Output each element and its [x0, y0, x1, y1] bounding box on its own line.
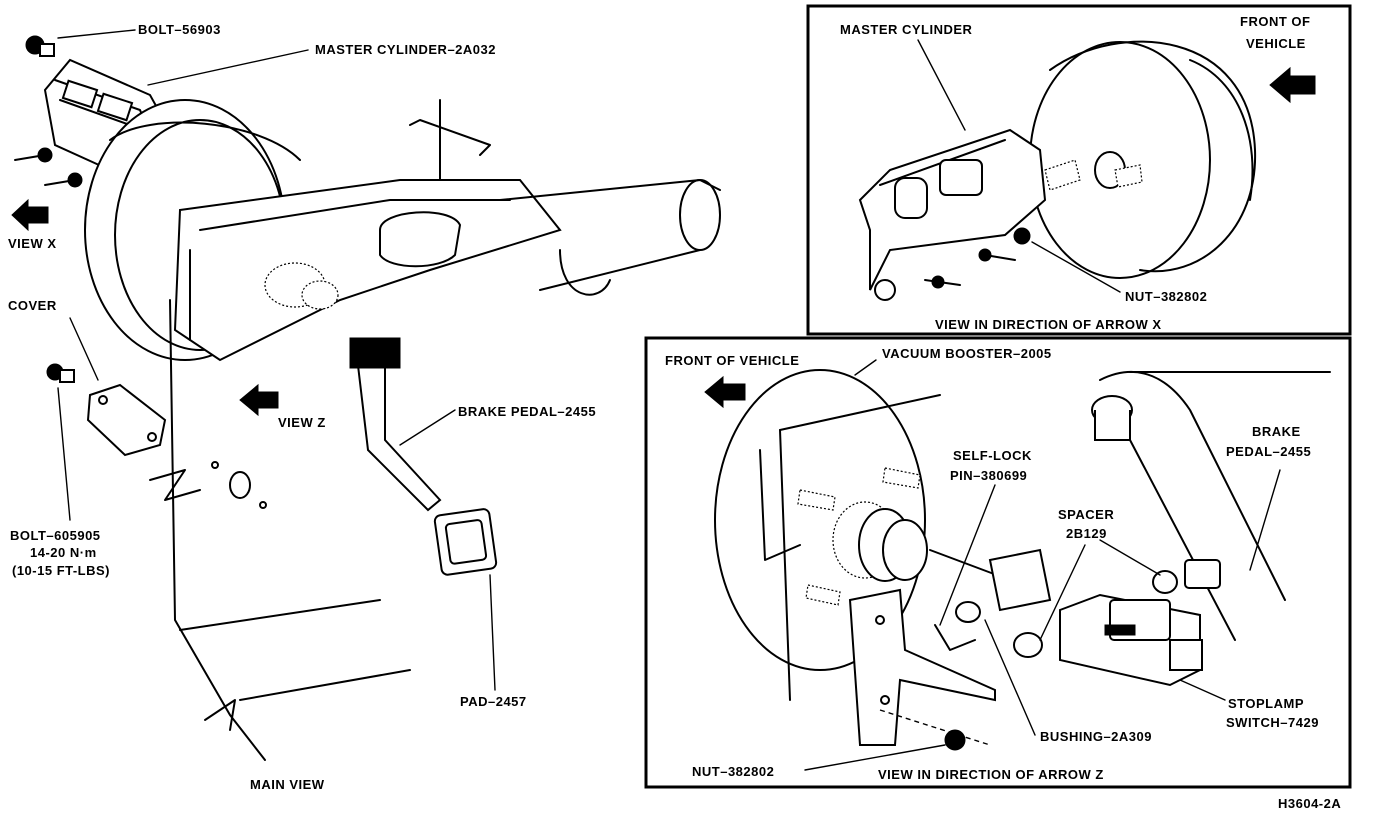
figure-id-label: H3604-2A [1278, 796, 1341, 811]
cover-hole [211, 461, 267, 509]
view-z-arrow [239, 383, 279, 417]
bushing-2a309-label: BUSHING–2A309 [1040, 729, 1152, 744]
master-cylinder-2a032-label: MASTER CYLINDER–2A032 [315, 42, 496, 57]
front-of-vehicle-arrow-x [1269, 66, 1316, 104]
view-x-caption: VIEW IN DIRECTION OF ARROW X [935, 317, 1162, 332]
pushrod-boot [264, 262, 339, 310]
view-z-nut [879, 709, 991, 751]
view-z-label: VIEW Z [278, 415, 326, 430]
view-z-panel [644, 336, 1352, 789]
view-z-bracket [848, 588, 996, 746]
cover-label: COVER [8, 298, 57, 313]
main-leaders [57, 29, 496, 691]
bolt-56903-part [25, 35, 55, 57]
pin-380699-label: PIN–380699 [950, 468, 1027, 483]
view-z-front-of-vehicle-label: FRONT OF VEHICLE [665, 353, 799, 368]
booster-studs [14, 147, 83, 188]
view-x-label: VIEW X [8, 236, 57, 251]
view-z-nut-382802-label: NUT–382802 [692, 764, 774, 779]
view-x-panel [806, 4, 1352, 336]
spacer-number-label: 2B129 [1066, 526, 1107, 541]
booster-drum [1029, 40, 1257, 279]
view-z-studs [797, 467, 921, 606]
switch-7429-label: SWITCH–7429 [1226, 715, 1319, 730]
vacuum-booster-2005-label: VACUUM BOOSTER–2005 [882, 346, 1052, 361]
torque-ftlbs-label: (10-15 FT-LBS) [12, 563, 110, 578]
pedal-bracket [173, 99, 562, 362]
pad-2457-label: PAD–2457 [460, 694, 527, 709]
view-x-arrow [11, 198, 49, 232]
self-lock-label: SELF-LOCK [953, 448, 1032, 463]
view-z-brake-label: BRAKE [1252, 424, 1301, 439]
view-x-master-cylinder [858, 128, 1047, 301]
spacer-label: SPACER [1058, 507, 1114, 522]
cover-part [46, 363, 167, 457]
bolt-56903-label: BOLT–56903 [138, 22, 221, 37]
stoplamp-label: STOPLAMP [1228, 696, 1304, 711]
floor-lines [149, 299, 411, 761]
view-x-nut-382802-label: NUT–382802 [1125, 289, 1207, 304]
brake-pedal-main [349, 337, 498, 576]
view-z-pedal [1091, 370, 1331, 641]
bolt-605905-label: BOLT–605905 [10, 528, 101, 543]
view-z-pedal-2455-label: PEDAL–2455 [1226, 444, 1311, 459]
torque-nm-label: 14-20 N·m [30, 545, 97, 560]
view-x-frame [806, 4, 1352, 336]
view-x-front-of-label: FRONT OF [1240, 14, 1310, 29]
brake-pedal-2455-label: BRAKE PEDAL–2455 [458, 404, 596, 419]
front-of-vehicle-arrow-z [704, 375, 746, 409]
view-z-boot [832, 501, 1011, 582]
main-view-label: MAIN VIEW [250, 777, 325, 792]
view-z-frame [644, 336, 1352, 789]
steering-column [499, 179, 721, 296]
view-z-caption: VIEW IN DIRECTION OF ARROW Z [878, 767, 1104, 782]
main-view-drawing [11, 35, 721, 761]
view-x-master-cylinder-label: MASTER CYLINDER [840, 22, 973, 37]
view-z-stoplamp-switch [1059, 593, 1203, 687]
view-x-studs [924, 159, 1143, 289]
view-z-spacers [934, 548, 1221, 658]
view-x-vehicle-label: VEHICLE [1246, 36, 1306, 51]
